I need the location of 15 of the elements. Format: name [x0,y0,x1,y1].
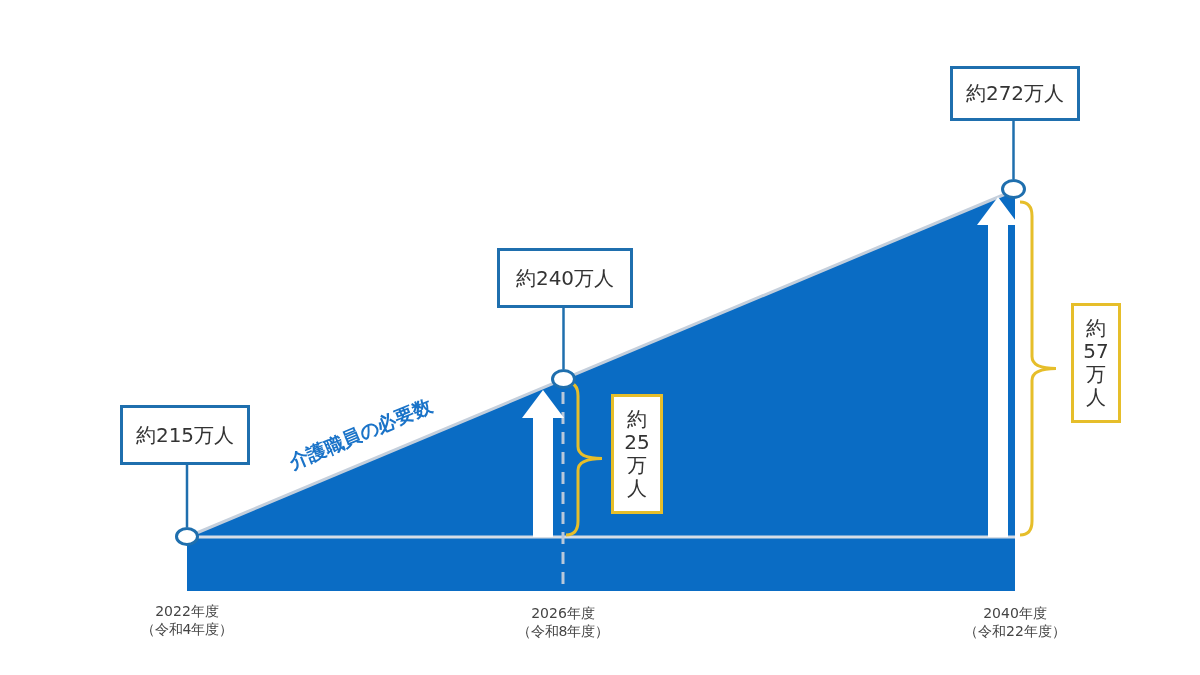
leader-line [1012,121,1015,179]
point-marker [551,369,576,389]
year-label: 2026年度（令和8年度） [515,604,611,641]
point-marker [1001,179,1026,199]
value-box: 約272万人 [950,66,1080,121]
leader-line [562,308,565,369]
value-box: 約215万人 [120,405,250,465]
value-box: 約240万人 [497,248,633,308]
leader-line [185,465,189,527]
year-label: 2040年度（令和22年度） [963,604,1067,641]
increase-box: 約25万人 [611,394,663,514]
increase-box: 約57万人 [1071,303,1121,423]
point-marker [175,527,199,546]
year-label: 2022年度（令和4年度） [139,602,235,639]
series-label: 介護職員の必要数 [285,393,436,475]
